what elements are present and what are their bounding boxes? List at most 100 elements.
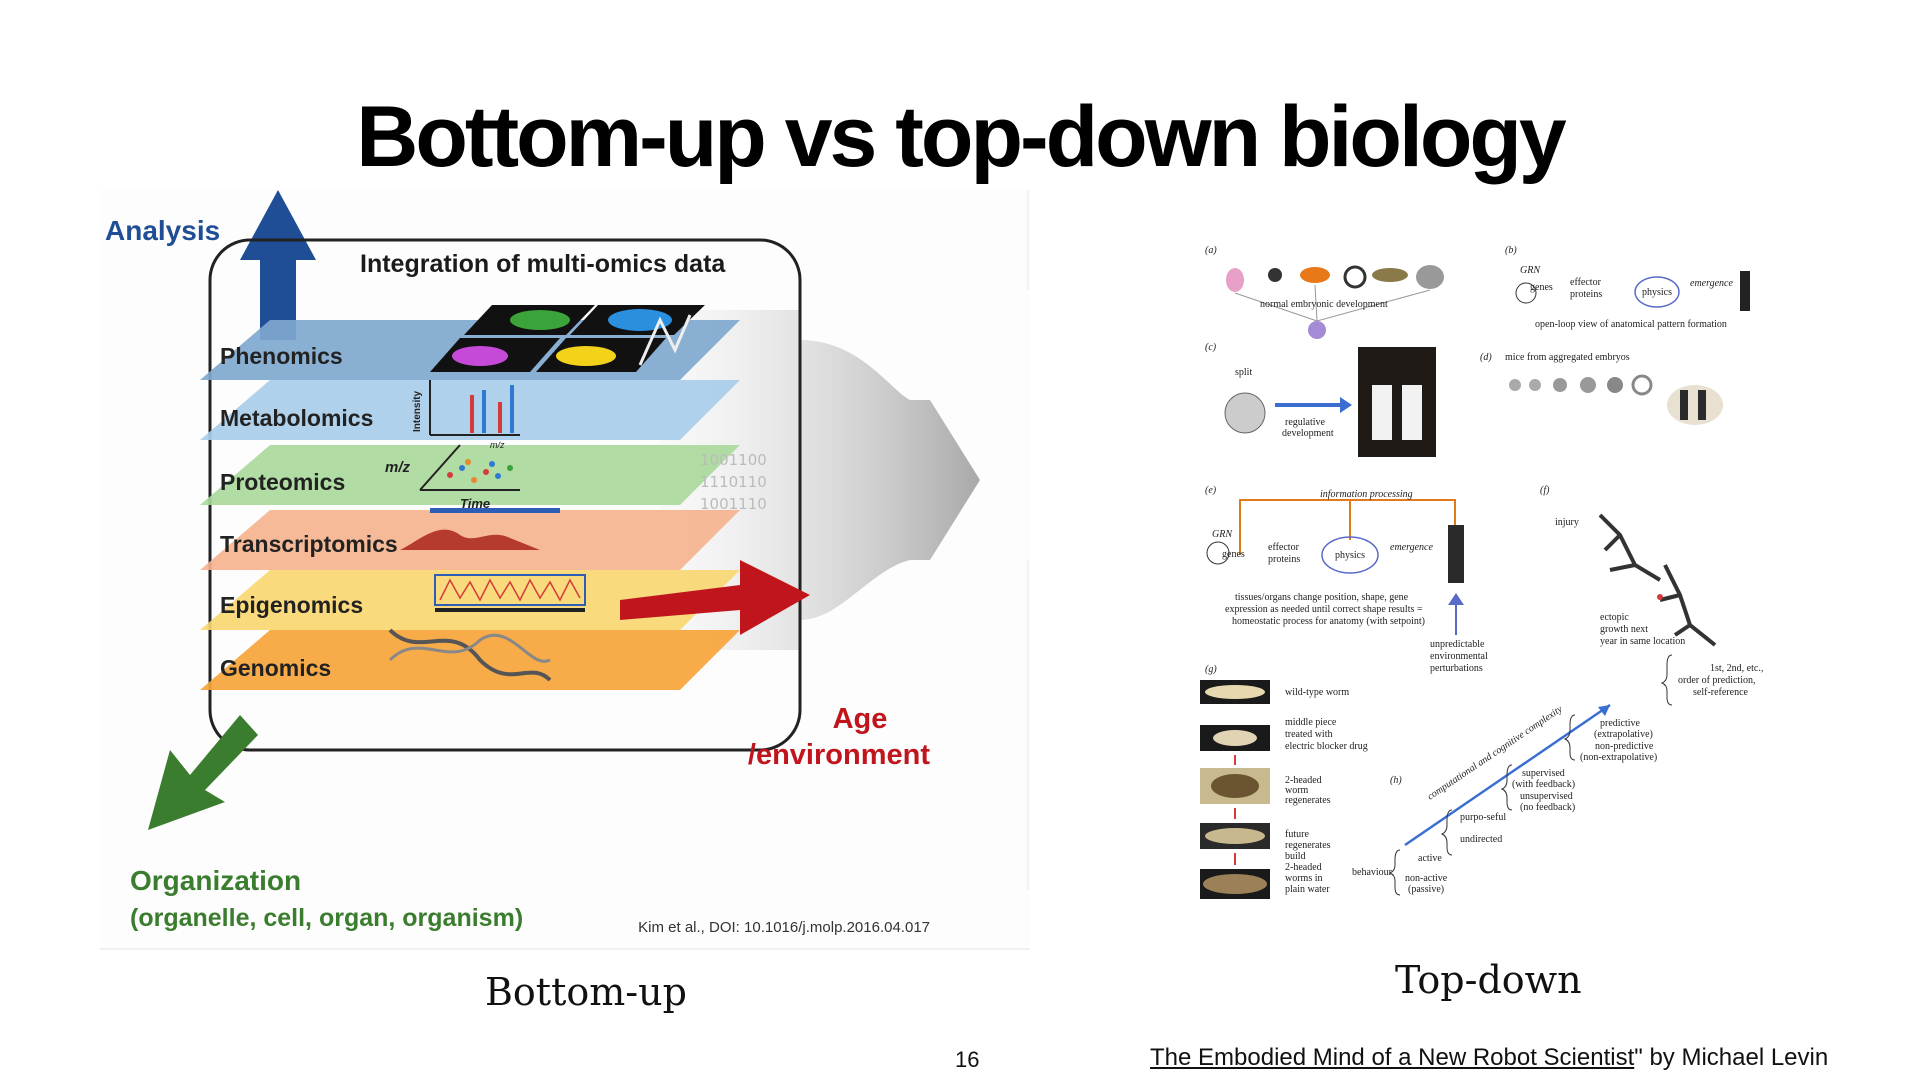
intensity-axis-label: Intensity — [412, 390, 423, 432]
credit-link[interactable]: The Embodied Mind of a New Robot Scienti… — [1150, 1044, 1635, 1071]
panel-h-unsupervised: unsupervised — [1520, 791, 1573, 802]
panel-h-no-fb: (no feedback) — [1520, 802, 1575, 813]
panel-f-limb-2 — [1659, 564, 1717, 647]
panel-a-caption: normal embryonic development — [1260, 299, 1388, 310]
panel-c-split: split — [1235, 367, 1252, 378]
multi-omics-figure: Phenomics Metabolomics Proteomics Transc… — [100, 190, 1030, 950]
panel-b-result — [1740, 271, 1750, 311]
panel-h-brace-5 — [1660, 654, 1673, 706]
slide-title: Bottom-up vs top-down biology — [356, 89, 1567, 185]
panel-g-row1: wild-type worm — [1285, 687, 1349, 698]
mz-axis-label: m/z — [385, 459, 411, 476]
panel-g-row4-5: worms in — [1285, 873, 1323, 884]
panel-h-order-1: 1st, 2nd, etc., — [1710, 663, 1763, 674]
panel-h-nonextrap: (non-extrapolative) — [1580, 752, 1657, 763]
binary-line-2: 1110110 — [700, 473, 767, 491]
panel-e-pert-2: environmental — [1430, 651, 1488, 662]
panel-e-desc-2: expression as needed until correct shape… — [1225, 604, 1423, 615]
panel-h-purposeful: purpo-seful — [1460, 812, 1506, 823]
panel-e-desc-1: tissues/organs change position, shape, g… — [1235, 592, 1409, 603]
panel-e-genes-loop — [1206, 541, 1230, 565]
panel-b-grn: GRN — [1520, 265, 1541, 276]
panel-g-row3-1: 2-headed — [1285, 775, 1322, 786]
organization-arrow — [148, 715, 258, 830]
panel-c-twins-photo — [1358, 347, 1436, 457]
panel-e-pert-1: unpredictable — [1430, 639, 1485, 650]
layer-label-proteomics: Proteomics — [220, 469, 345, 495]
panel-h-nonpred: non-predictive — [1595, 741, 1654, 752]
panel-e-physics: physics — [1335, 550, 1365, 561]
proteomics-plot: m/z Time — [385, 444, 520, 511]
panel-g-worms — [1200, 680, 1270, 899]
panel-e-effector: effector — [1268, 542, 1300, 553]
panel-e-desc-3: homeostatic process for anatomy (with se… — [1232, 616, 1425, 627]
panel-e-physics-cloud — [1321, 536, 1379, 574]
integration-frame — [208, 238, 802, 752]
panel-g-row2-2: treated with — [1285, 729, 1332, 740]
analysis-label: Analysis — [105, 215, 220, 246]
panel-h-tag: (h) — [1390, 775, 1402, 786]
panel-d-tag: (d) — [1480, 352, 1492, 363]
panel-b-tag: (b) — [1505, 245, 1517, 256]
panel-f-tag: (f) — [1540, 485, 1550, 496]
panel-g-row4-2: regenerates — [1285, 840, 1331, 851]
genomics-dna — [388, 628, 552, 682]
panel-e-tag: (e) — [1205, 485, 1217, 496]
panel-g-row3-3: regenerates — [1285, 795, 1331, 806]
top-down-diagram: (a) normal embryonic development (b) GRN… — [1190, 235, 1800, 945]
panel-h-supervised: supervised — [1522, 768, 1565, 779]
panel-c-tag: (c) — [1205, 342, 1217, 353]
binary-line-3: 1001110 — [700, 495, 767, 513]
panel-g-row4-6: plain water — [1285, 884, 1330, 895]
layer-epigenomics — [200, 570, 740, 630]
phenomics-images — [430, 305, 705, 372]
panel-f-ectopic-3: year in same location — [1600, 636, 1685, 647]
binary-data: 1001100 1110110 1001110 — [700, 451, 767, 513]
panel-h-passive: (passive) — [1408, 884, 1444, 895]
epigenomics-track — [434, 574, 586, 612]
binary-line-1: 1001100 — [700, 451, 767, 469]
panel-g-row3-2: worm — [1285, 785, 1309, 796]
credit-line: The Embodied Mind of a New Robot Scienti… — [1150, 1044, 1828, 1072]
organization-sublabel: (organelle, cell, organ, organism) — [130, 904, 523, 932]
age-arrow — [620, 560, 810, 635]
panel-g-row4-1: future — [1285, 829, 1309, 840]
panel-a-organisms — [1226, 265, 1444, 339]
panel-f-injury: injury — [1555, 517, 1579, 528]
transcriptomics-track — [400, 508, 560, 550]
panel-h-extrap: (extrapolative) — [1594, 729, 1653, 740]
panel-b-physics-cloud — [1634, 276, 1680, 308]
layer-label-transcriptomics: Transcriptomics — [220, 531, 398, 557]
environment-label: /environment — [748, 739, 930, 771]
time-axis-label: Time — [460, 496, 490, 511]
panel-b-caption: open-loop view of anatomical pattern for… — [1535, 319, 1727, 330]
caption-top-down: Top-down — [1395, 958, 1582, 1002]
panel-h-predictive: predictive — [1600, 718, 1641, 729]
panel-h-order-2: order of prediction, — [1678, 675, 1755, 686]
panel-e-feedback-loop — [1239, 499, 1456, 555]
integration-label: Integration of multi-omics data — [360, 250, 726, 278]
layer-proteomics — [200, 445, 740, 505]
panel-c-embryo — [1224, 392, 1266, 434]
caption-bottom-up: Bottom-up — [485, 970, 687, 1014]
metabolomics-plot: Intensity m/z — [412, 380, 520, 450]
panel-h-active: active — [1418, 853, 1442, 864]
panel-g-row4-4: 2-headed — [1285, 862, 1322, 873]
panel-c-reg2: development — [1282, 428, 1334, 439]
panel-b-effector: effector — [1570, 277, 1602, 288]
panel-h-brace-3 — [1500, 764, 1513, 811]
panel-f-limb-1 — [1598, 513, 1662, 582]
panel-h-behaviour: behaviour — [1352, 867, 1393, 878]
panel-e-pert-3: perturbations — [1430, 663, 1483, 674]
panel-b-physics: physics — [1642, 287, 1672, 298]
multi-omics-diagram: Phenomics Metabolomics Proteomics Transc… — [100, 190, 1030, 950]
panel-e-emergence: emergence — [1390, 542, 1433, 553]
panel-h-brace-2 — [1440, 809, 1453, 856]
layer-genomics — [200, 630, 740, 690]
layer-label-metabolomics: Metabolomics — [220, 405, 373, 431]
panel-d-caption: mice from aggregated embryos — [1505, 352, 1630, 363]
panel-g-row2-1: middle piece — [1285, 717, 1337, 728]
age-label: Age — [833, 703, 888, 735]
mz-small-label: m/z — [490, 440, 505, 450]
layer-label-genomics: Genomics — [220, 655, 331, 681]
